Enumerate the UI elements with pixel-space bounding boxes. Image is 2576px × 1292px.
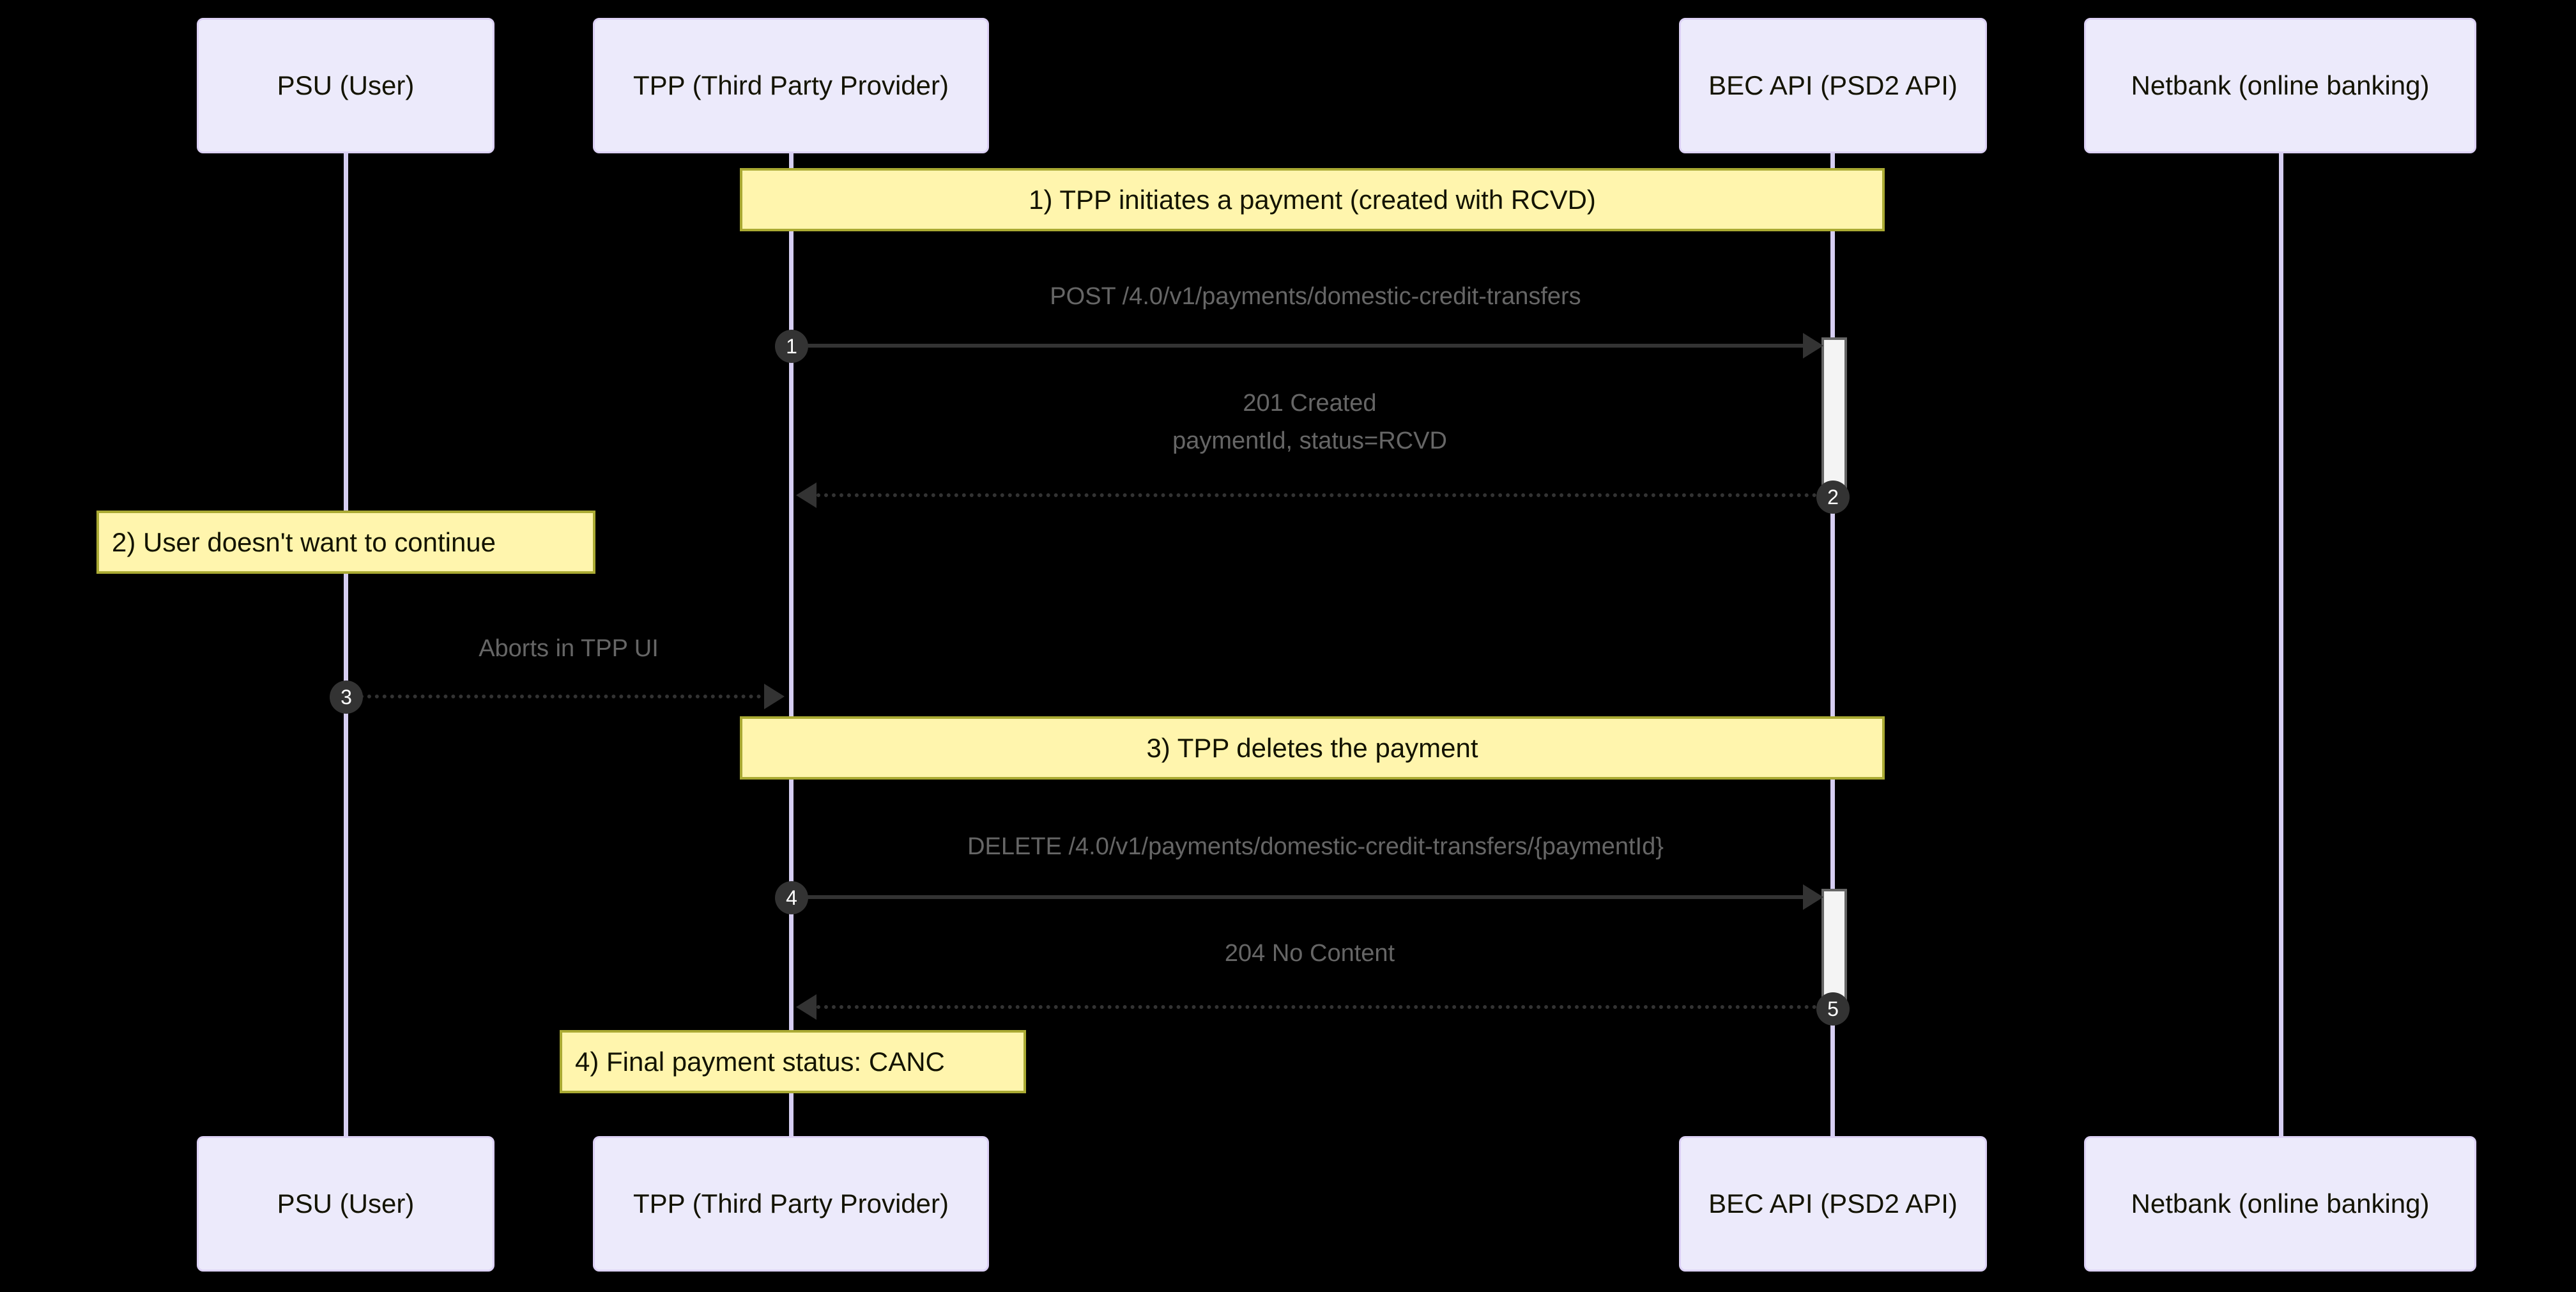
message-label-204: 204 No Content (799, 940, 1821, 967)
message-line-1 (797, 344, 1811, 348)
message-text-1: POST /4.0/v1/payments/domestic-credit-tr… (1050, 283, 1581, 310)
participant-label-psu-bottom: PSU (User) (277, 1188, 415, 1219)
message-arrowhead-3 (764, 684, 785, 709)
sequence-number-text-1: 1 (786, 334, 797, 358)
note-user-doesnt-want-to-continue: 2) User doesn't want to continue (96, 511, 595, 574)
message-text-2-line2: paymentId, status=RCVD (1172, 427, 1447, 454)
participant-label-netbank-bottom: Netbank (online banking) (2131, 1188, 2430, 1219)
note-text-2: 2) User doesn't want to continue (112, 527, 496, 557)
sequence-number-text-4: 4 (786, 886, 797, 909)
message-arrowhead-4 (1803, 884, 1823, 910)
lifeline-bec (1830, 153, 1835, 1137)
lifeline-tpp (789, 153, 793, 1137)
lifeline-psu (344, 153, 348, 1137)
message-text-5: 204 No Content (1224, 940, 1395, 967)
message-text-3: Aborts in TPP UI (479, 635, 659, 662)
participant-box-bec-top[interactable]: BEC API (PSD2 API) (1679, 18, 1987, 153)
sequence-number-4: 4 (775, 881, 808, 914)
participant-label-bec-bottom: BEC API (PSD2 API) (1708, 1188, 1958, 1219)
message-arrowhead-2 (796, 482, 816, 508)
message-label-delete: DELETE /4.0/v1/payments/domestic-credit-… (799, 833, 1832, 861)
participant-box-netbank-bottom[interactable]: Netbank (online banking) (2084, 1136, 2476, 1272)
note-text-1: 1) TPP initiates a payment (created with… (1029, 184, 1596, 215)
note-text-4: 4) Final payment status: CANC (575, 1046, 945, 1077)
participant-label-tpp-top: TPP (Third Party Provider) (632, 70, 949, 100)
note-tpp-initiates-payment: 1) TPP initiates a payment (created with… (740, 168, 1885, 231)
lifeline-netbank (2279, 153, 2283, 1137)
note-final-payment-status: 4) Final payment status: CANC (560, 1030, 1026, 1093)
message-text-2-line1: 201 Created (1243, 390, 1377, 417)
message-label-201-line1: 201 Created (799, 390, 1821, 417)
message-line-3 (352, 695, 769, 698)
participant-box-tpp-top[interactable]: TPP (Third Party Provider) (593, 18, 989, 153)
participant-label-tpp-bottom: TPP (Third Party Provider) (632, 1188, 949, 1219)
sequence-number-3: 3 (330, 681, 363, 714)
message-line-5 (816, 1005, 1825, 1009)
participant-label-psu-top: PSU (User) (277, 70, 415, 100)
message-arrowhead-5 (796, 994, 816, 1020)
participant-box-psu-top[interactable]: PSU (User) (197, 18, 494, 153)
message-line-4 (797, 895, 1811, 899)
note-text-3: 3) TPP deletes the payment (1146, 732, 1478, 763)
message-line-2 (816, 493, 1825, 497)
note-tpp-deletes-payment: 3) TPP deletes the payment (740, 716, 1885, 780)
participant-box-psu-bottom[interactable]: PSU (User) (197, 1136, 494, 1272)
sequence-number-text-2: 2 (1827, 485, 1839, 509)
participant-box-netbank-top[interactable]: Netbank (online banking) (2084, 18, 2476, 153)
participant-box-bec-bottom[interactable]: BEC API (PSD2 API) (1679, 1136, 1987, 1272)
participant-label-bec-top: BEC API (PSD2 API) (1708, 70, 1958, 100)
participant-label-netbank-top: Netbank (online banking) (2131, 70, 2430, 100)
message-arrowhead-1 (1803, 333, 1823, 358)
sequence-number-1: 1 (775, 330, 808, 363)
sequence-number-text-3: 3 (341, 685, 352, 709)
sequence-number-text-5: 5 (1827, 997, 1839, 1020)
sequence-number-2: 2 (1816, 481, 1850, 514)
sequence-number-5: 5 (1816, 992, 1850, 1026)
message-label-post: POST /4.0/v1/payments/domestic-credit-tr… (799, 283, 1832, 311)
message-label-201-line2: paymentId, status=RCVD (799, 427, 1821, 455)
participant-box-tpp-bottom[interactable]: TPP (Third Party Provider) (593, 1136, 989, 1272)
activation-bar-bec-1 (1821, 337, 1847, 505)
message-label-aborts: Aborts in TPP UI (354, 635, 783, 663)
message-text-4: DELETE /4.0/v1/payments/domestic-credit-… (967, 833, 1664, 860)
